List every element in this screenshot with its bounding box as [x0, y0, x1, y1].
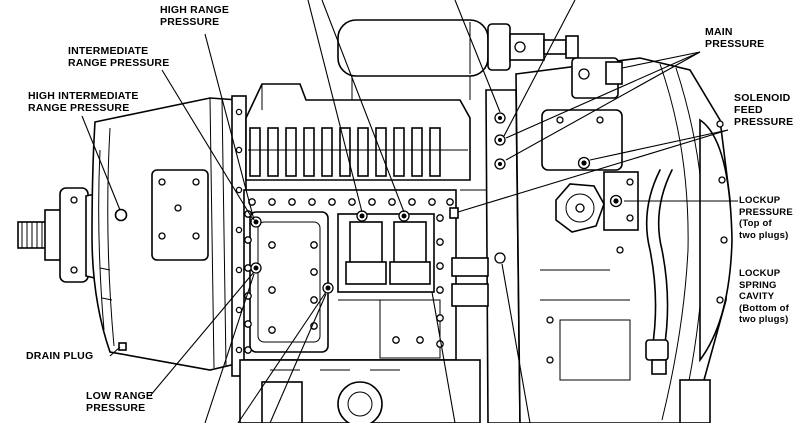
label-line: PRESSURE [160, 16, 220, 28]
leader-lines [81, 0, 738, 423]
label-line: FEED [734, 104, 763, 116]
label-intermediate-range-pressure: INTERMEDIATE RANGE PRESSURE [68, 45, 169, 69]
label-line: RANGE PRESSURE [68, 57, 170, 69]
label-line: HIGH RANGE [160, 4, 230, 16]
label-low-range-pressure: LOW RANGE PRESSURE [86, 390, 153, 414]
label-line: CAVITY [739, 291, 775, 302]
label-line: PRESSURE [705, 38, 765, 50]
label-line: SPRING [739, 279, 777, 291]
label-line: LOCKUP [739, 195, 781, 206]
label-high-range-pressure: HIGH RANGE PRESSURE [160, 4, 229, 28]
label-line: PRESSURE [86, 402, 146, 414]
label-line: two plugs) [739, 229, 789, 241]
center-flange [449, 89, 521, 423]
label-line: RANGE PRESSURE [28, 102, 130, 114]
label-line: PRESSURE [734, 116, 794, 128]
label-line: INTERMEDIATE [68, 45, 149, 57]
label-line: (Bottom of [739, 302, 790, 314]
label-line: PRESSURE [739, 206, 793, 218]
label-line: two plugs) [739, 314, 789, 325]
label-line: SOLENOID [734, 92, 791, 104]
label-line: MAIN [705, 26, 733, 38]
label-drain-plug: DRAIN PLUG [26, 350, 93, 362]
control-valve-body [243, 189, 457, 361]
label-lockup-spring-cavity: LOCKUP SPRING CAVITY (Bottom of two plug… [739, 268, 789, 326]
label-main-pressure: MAIN PRESSURE [705, 26, 764, 50]
label-line: HIGH INTERMEDIATE [28, 90, 139, 102]
label-line: (Top of [739, 218, 772, 229]
lower-housing [239, 359, 481, 423]
label-solenoid-feed-pressure: SOLENOID FEED PRESSURE [734, 92, 793, 128]
label-line: DRAIN PLUG [26, 350, 94, 362]
label-line: LOCKUP [739, 268, 781, 279]
main-housing [515, 57, 733, 423]
label-line: LOW RANGE [86, 390, 154, 402]
converter-housing [91, 95, 247, 377]
label-high-intermediate-range-pressure: HIGH INTERMEDIATE RANGE PRESSURE [28, 90, 139, 114]
label-lockup-pressure: LOCKUP PRESSURE (Top of two plugs) [739, 195, 793, 241]
